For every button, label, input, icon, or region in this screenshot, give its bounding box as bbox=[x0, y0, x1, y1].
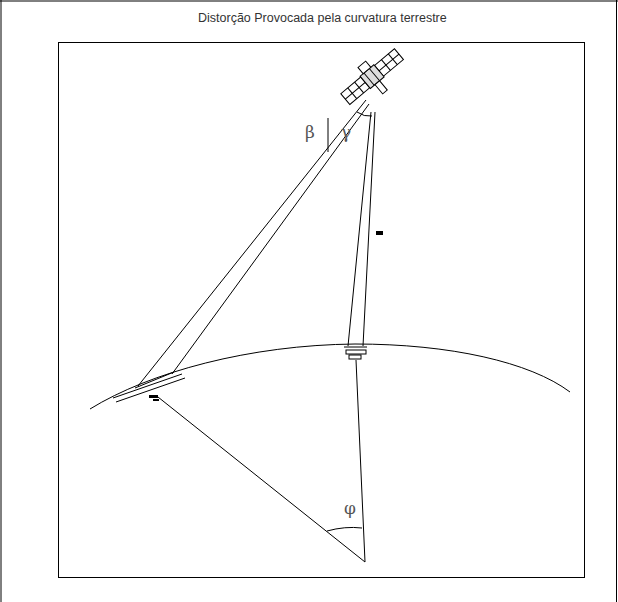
dash-mark bbox=[376, 231, 383, 235]
angle-label: φ bbox=[344, 500, 356, 517]
earth-surface bbox=[90, 344, 570, 409]
beam-line bbox=[348, 112, 371, 346]
earth-radius bbox=[356, 360, 365, 562]
angle-arc bbox=[327, 527, 362, 531]
beam-line bbox=[138, 100, 366, 386]
angle-divider bbox=[328, 118, 329, 152]
dash-mark bbox=[149, 395, 158, 398]
satellite bbox=[335, 42, 412, 115]
footprint bbox=[116, 378, 185, 402]
frame-line bbox=[616, 0, 617, 602]
angle-label: γ bbox=[341, 124, 351, 141]
beam-line bbox=[344, 347, 367, 348]
frame-line bbox=[1, 0, 2, 602]
footprint bbox=[349, 355, 361, 359]
angle-label: β bbox=[305, 124, 315, 141]
inner-frame bbox=[59, 43, 585, 578]
beam-line bbox=[363, 112, 375, 346]
dash-mark bbox=[153, 399, 159, 401]
diagram-title: Distorção Provocada pela curvatura terre… bbox=[198, 12, 447, 25]
frame-line bbox=[0, 1, 618, 2]
footprint bbox=[346, 350, 366, 354]
angle-arc bbox=[357, 112, 372, 116]
beam-line bbox=[135, 372, 174, 388]
earth-radius bbox=[158, 397, 365, 562]
beam-line bbox=[172, 104, 369, 374]
footprint bbox=[113, 374, 182, 398]
